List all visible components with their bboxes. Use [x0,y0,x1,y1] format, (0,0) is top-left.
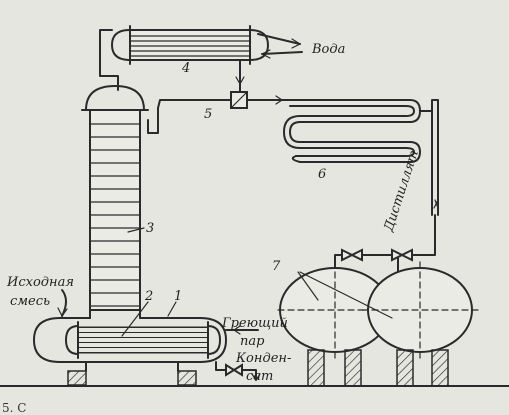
label-3: 3 [146,221,154,236]
label-4: 4 [181,61,190,76]
label-2: 2 [144,289,153,304]
condensate-label-1: Конден- [235,351,291,366]
water-lines [257,33,303,59]
label-6: 6 [318,167,326,182]
steam-label-1: Греющий [221,316,288,331]
tank-7-right [361,261,479,387]
condensate-label-2: сат [246,369,273,384]
condenser-4 [111,25,269,65]
label-7: 7 [272,259,281,274]
label-1: 1 [174,289,182,304]
feed-label-1: Исходная [6,275,74,290]
label-5: 5 [204,107,212,122]
water-label: Вода [311,42,345,57]
distillate-pipe [419,99,439,216]
cooler-6 [283,99,421,163]
reboiler [33,309,227,386]
column-3 [81,85,149,311]
feed-label-2: смесь [10,294,50,309]
valve-left [341,248,363,262]
vapor-pipe [99,29,119,91]
valve-right [391,248,413,262]
reflux-pipe [147,99,232,134]
caption-fragment: 5. С [2,401,26,415]
steam-label-2: пар [240,334,265,349]
